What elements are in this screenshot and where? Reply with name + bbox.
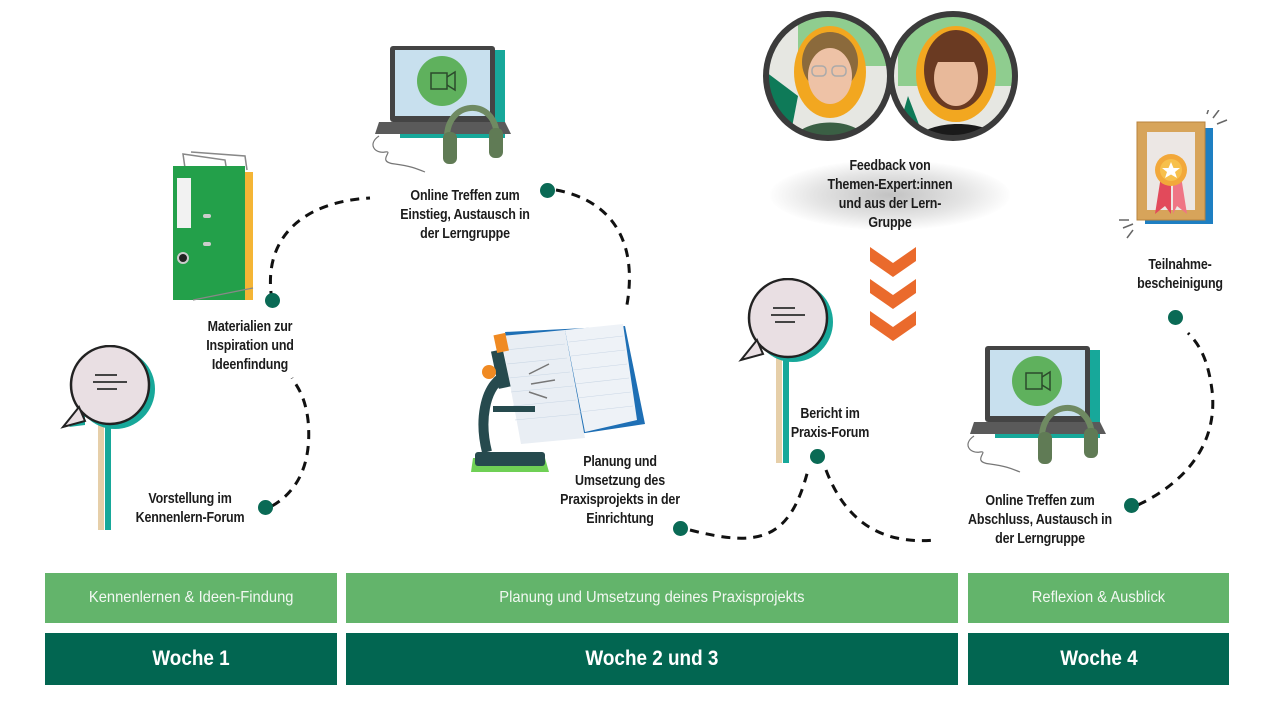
milestone-dot-materialien [265,293,280,308]
binder-icon [173,151,254,301]
milestone-label-planung: Planung und Umsetzung des Praxisprojekts… [560,454,680,527]
chevron-down-icon [870,247,916,341]
path-segment-6 [1137,331,1215,507]
path-segment-1 [271,377,311,508]
milestone-label-online-abschluss: Online Treffen zum Abschluss, Austausch … [968,493,1112,547]
path-segment-5 [824,469,936,543]
milestone-label-online-einstieg: Online Treffen zum Einstieg, Austausch i… [400,188,530,242]
week-bar-2-3: Woche 2 und 3 [346,633,958,685]
path-segment-4 [689,469,810,540]
week-bar-1: Woche 1 [45,633,337,685]
laptop-video-call-icon [372,46,511,173]
feedback-shadow [770,160,1010,230]
avatar-expert-1 [766,14,890,138]
path-segment-3 [555,188,631,311]
laptop-video-call-icon [967,346,1106,473]
expert-avatars-icon [763,11,1018,141]
path-segment-2 [269,196,371,301]
speech-bubble-sign-icon [60,345,155,530]
milestone-dot-online-einstieg [540,183,555,198]
avatar-expert-2 [891,14,1015,138]
microscope-notebook-icon [471,324,645,472]
milestone-label-teilnahme: Teilnahme- bescheinigung [1137,257,1223,292]
milestone-label-bericht: Bericht im Praxis-Forum [790,406,870,441]
milestone-label-vorstellung: Vorstellung im Kennenlern-Forum [135,491,245,526]
milestone-dot-online-abschluss [1124,498,1139,513]
milestone-dot-teilnahme [1168,310,1183,325]
milestone-dot-vorstellung [258,500,273,515]
phase-bar-reflexion: Reflexion & Ausblick [968,573,1229,623]
milestone-label-materialien: Materialien zur Inspiration und Ideenfin… [206,319,294,373]
phase-bar-planung: Planung und Umsetzung deines Praxisproje… [346,573,958,623]
milestone-dot-bericht [810,449,825,464]
week-bar-4: Woche 4 [968,633,1229,685]
milestone-dot-planung [673,521,688,536]
milestone-label-feedback: Feedback von Themen-Expert:innen und aus… [827,158,953,231]
certificate-icon [1119,110,1228,239]
speech-bubble-sign-icon [738,278,833,463]
phase-bar-kennenlernen: Kennenlernen & Ideen-Findung [45,573,337,623]
